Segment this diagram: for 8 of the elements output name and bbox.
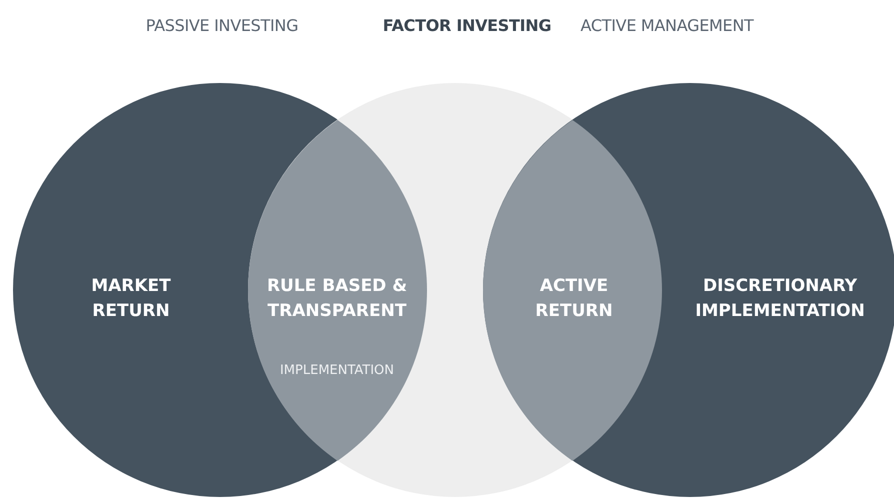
region-title: DISCRETIONARY IMPLEMENTATION (694, 275, 866, 323)
region-title: ACTIVE RETURN (534, 274, 614, 323)
region-title: MARKET RETURN (90, 275, 172, 323)
region-title: RULE BASED & TRANSPARENT (266, 274, 408, 323)
region-subtitle: IMPLEMENTATION (278, 362, 396, 380)
column-heading: FACTOR INVESTING (382, 16, 552, 35)
column-heading: PASSIVE INVESTING (146, 16, 298, 35)
column-heading: ACTIVE MANAGEMENT (580, 16, 754, 35)
